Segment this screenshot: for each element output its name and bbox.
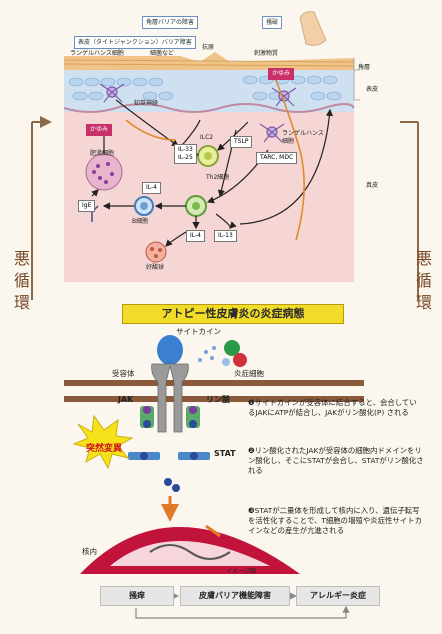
step-2: ❷リン酸化されたJAKが受容体の細胞内ドメインをリン酸化し、そこにSTATが会合…	[248, 446, 424, 475]
langerhans-mid-label: ランゲルハンス細胞	[282, 130, 324, 145]
stat-label: STAT	[214, 449, 236, 458]
il13-tag: IL-13	[214, 230, 237, 242]
antigen-label: 抗原	[202, 44, 215, 51]
bacteria-label: 細菌など	[150, 50, 175, 57]
jak-stat-diagram	[64, 335, 364, 619]
itch-left-badge: かゆみ	[86, 124, 113, 136]
step-3: ❸STATが二量体を形成して核内に入り、遺伝子転写を活性化することで、T細胞の増…	[248, 506, 422, 535]
eosinophil-label: 好酸球	[146, 264, 165, 271]
phosphorylation-label: リン酸	[206, 395, 230, 404]
cytokine-label: サイトカイン	[176, 327, 221, 336]
b-cell-label: B細胞	[132, 218, 149, 225]
receptor-label: 受容体	[112, 369, 135, 378]
ige-tag: IgE	[78, 200, 96, 212]
langerhans-top-label: ランゲルハンス細胞	[70, 50, 124, 57]
itch-top-badge: かゆみ	[268, 68, 295, 80]
skin-diagram	[31, 11, 419, 300]
vicious-cycle-left: 悪循環	[11, 250, 30, 316]
nerve-label: 知覚神経	[134, 100, 159, 107]
flow-barrier: 皮膚バリア機能障害	[180, 586, 290, 606]
mast-cell-label: 肥満細胞	[90, 150, 115, 157]
lower-title: アトピー性皮膚炎の炎症病態	[122, 304, 344, 324]
flow-allergy: アレルギー炎症	[296, 586, 380, 606]
image-note: イメージ図	[226, 568, 256, 575]
dermis-label: 真皮	[366, 182, 379, 189]
tslp-tag: TSLP	[230, 136, 253, 148]
flow-itch: 掻痒	[100, 586, 174, 606]
scratch-label: 掻破	[262, 16, 283, 29]
il4-top-tag: IL-4	[142, 182, 161, 194]
jak-label: JAK	[118, 395, 134, 404]
stratum-corneum-label: 角層	[358, 64, 371, 71]
keratin-barrier-label: 角層バリアの障害	[142, 16, 199, 29]
mutation-label: 突然変異	[86, 444, 123, 454]
nucleus-label: 核内	[82, 547, 97, 556]
il4-bottom-tag: IL-4	[186, 230, 205, 242]
tight-junction-label: 表皮（タイトジャンクション）バリア障害	[74, 36, 196, 49]
tarc-mdc-tag: TARC, MDC	[256, 152, 298, 164]
step-1: ❶サイトカインが受容体に結合すると、会合しているJAKにATPが結合し、JAKが…	[248, 398, 417, 417]
epidermis-label: 表皮	[366, 86, 379, 93]
il33-il25-tag: IL-33 IL-25	[174, 144, 197, 164]
ilc2-label: ILC2	[200, 134, 214, 141]
irritant-label: 刺激物質	[254, 50, 279, 57]
inflammatory-cell-label: 炎症細胞	[234, 369, 264, 378]
vicious-cycle-right: 悪循環	[413, 250, 432, 316]
th2-label: Th2細胞	[206, 174, 230, 181]
